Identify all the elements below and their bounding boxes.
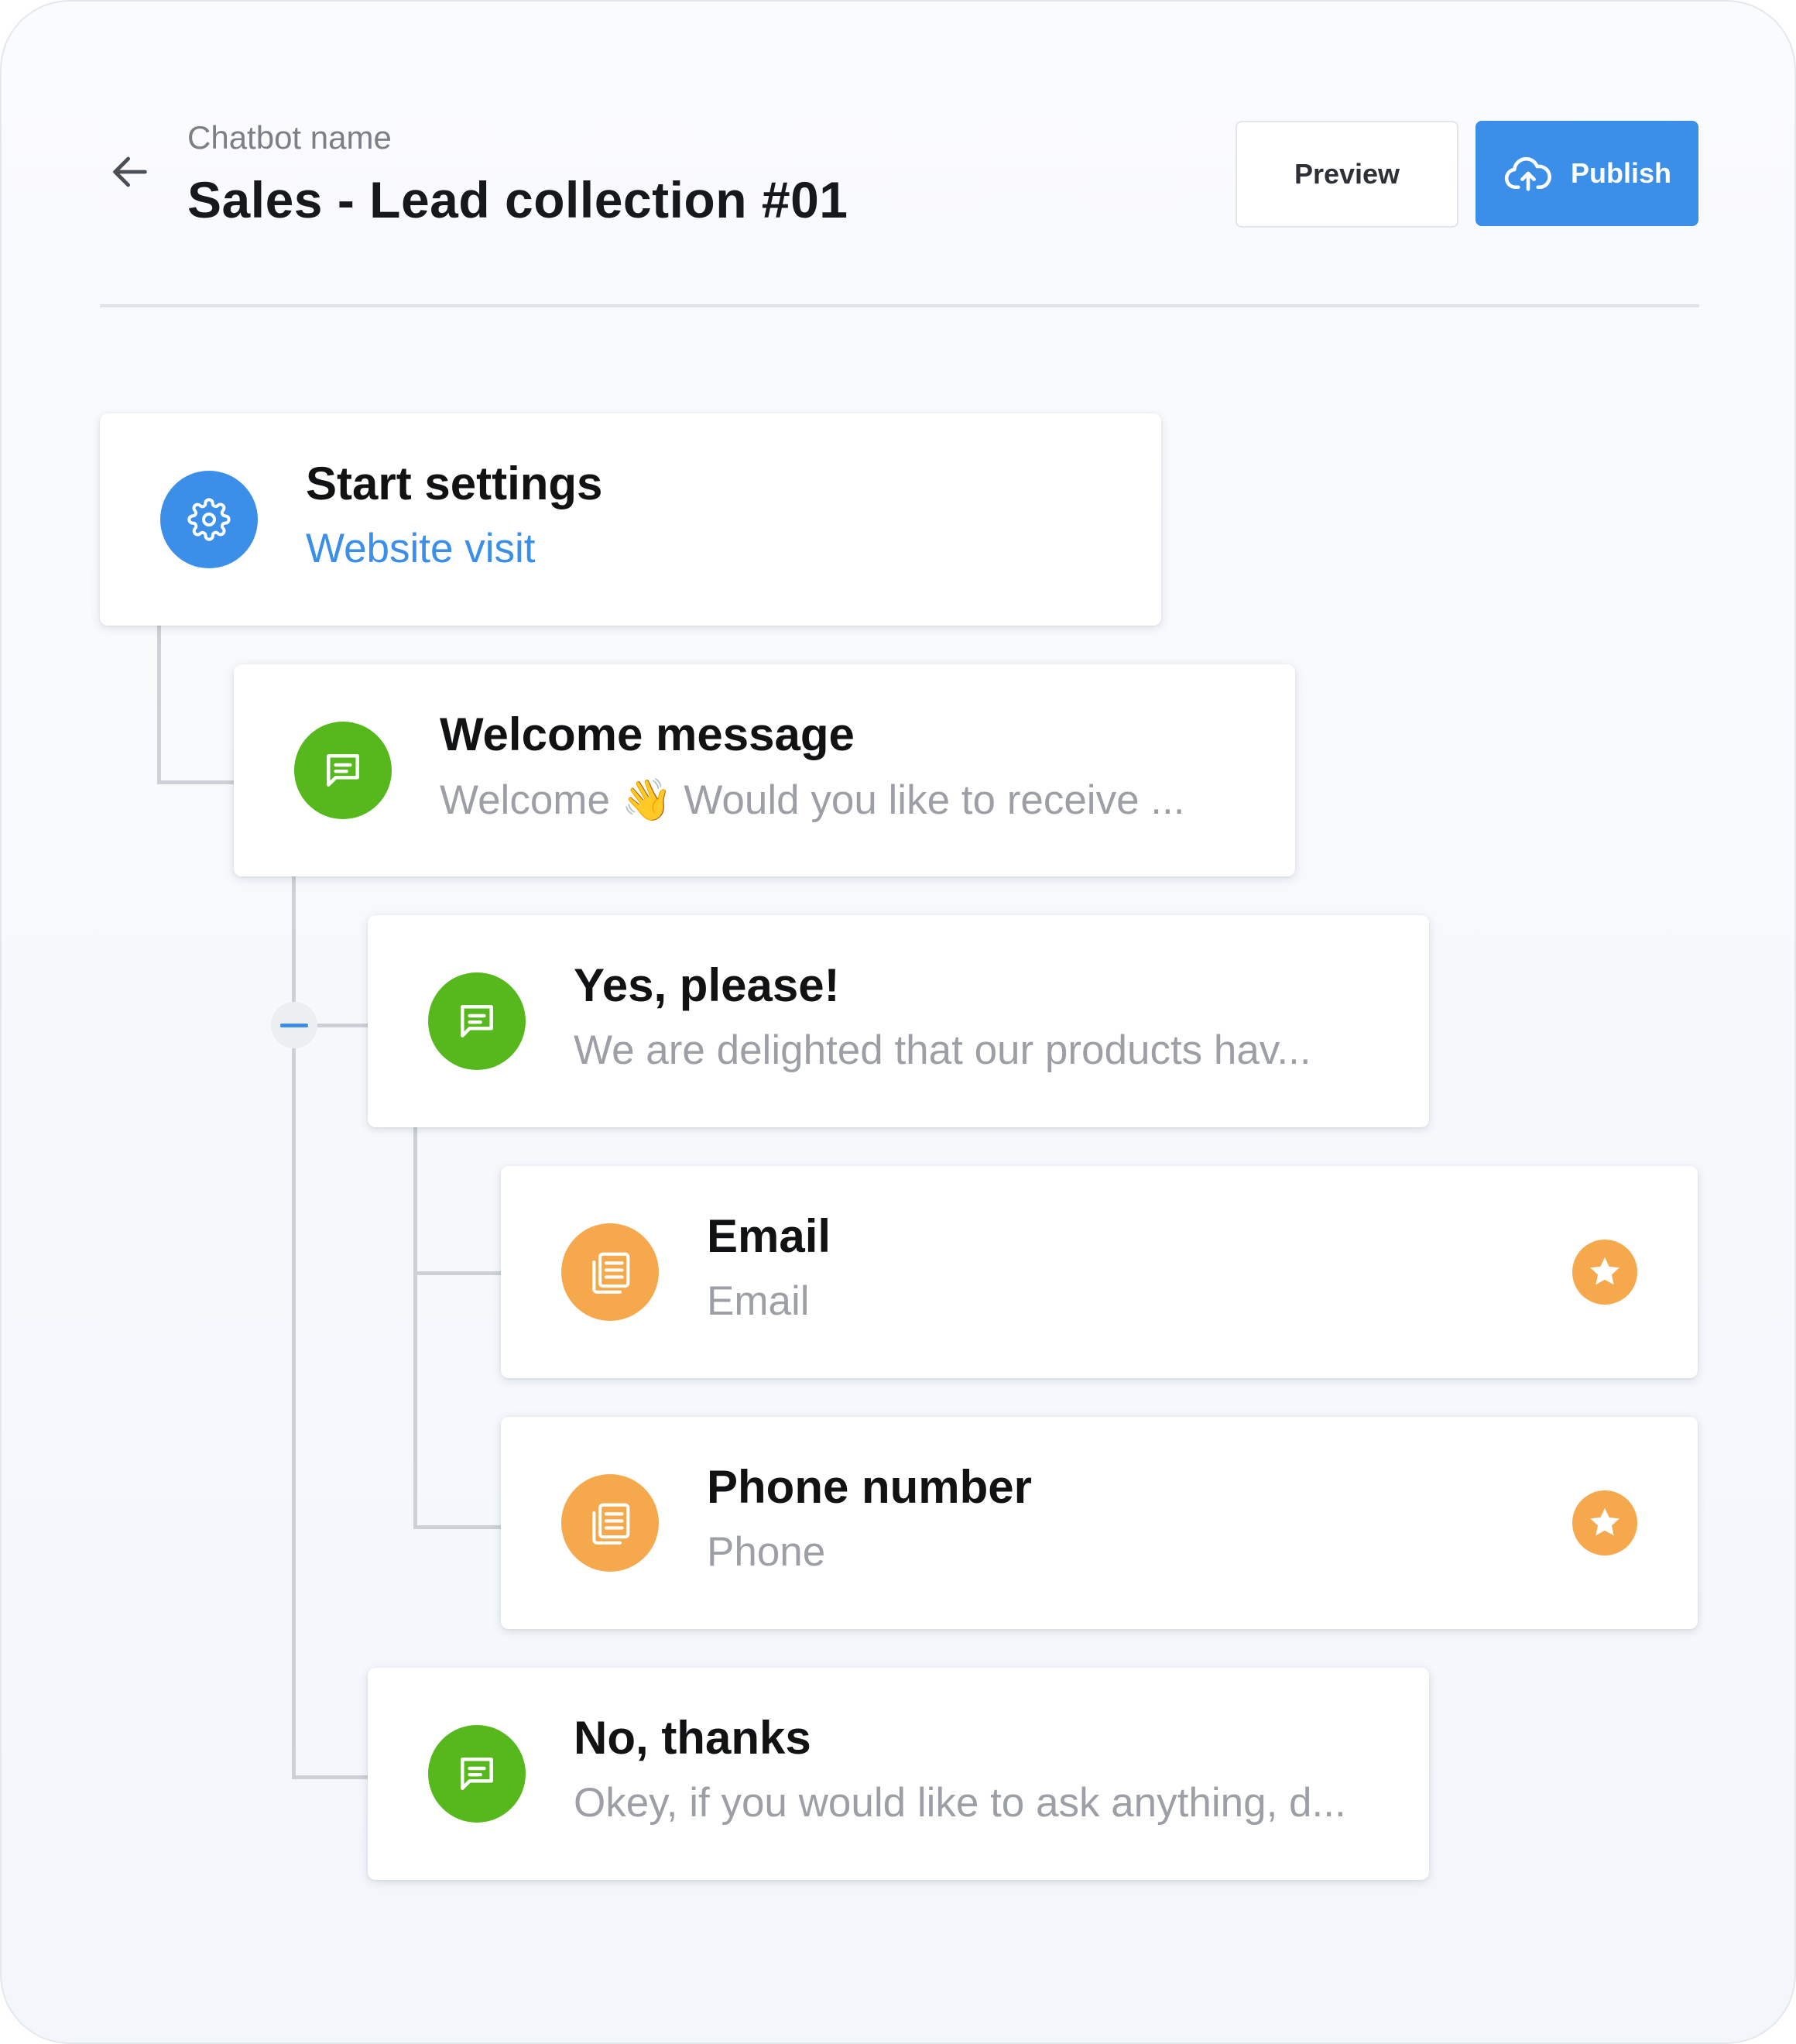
form-icon [561,1474,659,1572]
minus-icon [280,1023,308,1027]
node-yes-please[interactable]: Yes, please! We are delighted that our p… [368,915,1429,1127]
star-icon[interactable] [1572,1490,1637,1555]
preview-button[interactable]: Preview [1236,121,1458,228]
message-icon [428,1725,526,1823]
connector-line [157,780,235,784]
connector-line [292,876,296,1779]
node-subtitle: Email [707,1278,810,1324]
publish-button[interactable]: Publish [1476,121,1698,226]
message-icon [294,722,392,819]
collapse-branch-button[interactable] [271,1002,317,1048]
header-divider [100,304,1699,307]
preview-button-label: Preview [1294,158,1400,190]
connector-line [413,1127,417,1529]
arrow-left-icon [113,156,147,187]
node-title: Phone number [707,1461,1033,1513]
node-title: Email [707,1210,831,1262]
node-no-thanks[interactable]: No, thanks Okey, if you would like to as… [368,1668,1429,1880]
gear-icon [160,471,258,568]
node-phone-number[interactable]: Phone number Phone [501,1417,1698,1629]
message-icon [428,972,526,1070]
chatbot-name-label: Chatbot name [187,119,392,156]
node-title: No, thanks [574,1712,811,1764]
cloud-upload-icon [1504,156,1551,191]
publish-button-label: Publish [1570,157,1671,189]
node-title: Start settings [306,458,603,509]
connector-line [157,626,161,784]
node-subtitle: Welcome 👋 Would you like to receive ... [440,777,1185,823]
connector-line [292,1775,369,1779]
node-subtitle: We are delighted that our products hav..… [574,1027,1311,1073]
connector-line [413,1271,502,1275]
chatbot-title: Sales - Lead collection #01 [187,171,848,228]
node-subtitle: Phone [707,1529,826,1575]
form-icon [561,1223,659,1321]
node-subtitle: Okey, if you would like to ask anything,… [574,1780,1346,1826]
connector-line [413,1525,502,1529]
star-icon[interactable] [1572,1240,1637,1305]
node-start-settings[interactable]: Start settings Website visit [100,413,1161,626]
back-button[interactable] [107,149,153,195]
node-email[interactable]: Email Email [501,1166,1698,1378]
node-welcome-message[interactable]: Welcome message Welcome 👋 Would you like… [234,664,1295,876]
node-subtitle-link[interactable]: Website visit [306,526,536,571]
node-title: Welcome message [440,708,855,760]
connector-line [292,1024,369,1027]
node-title: Yes, please! [574,959,840,1011]
